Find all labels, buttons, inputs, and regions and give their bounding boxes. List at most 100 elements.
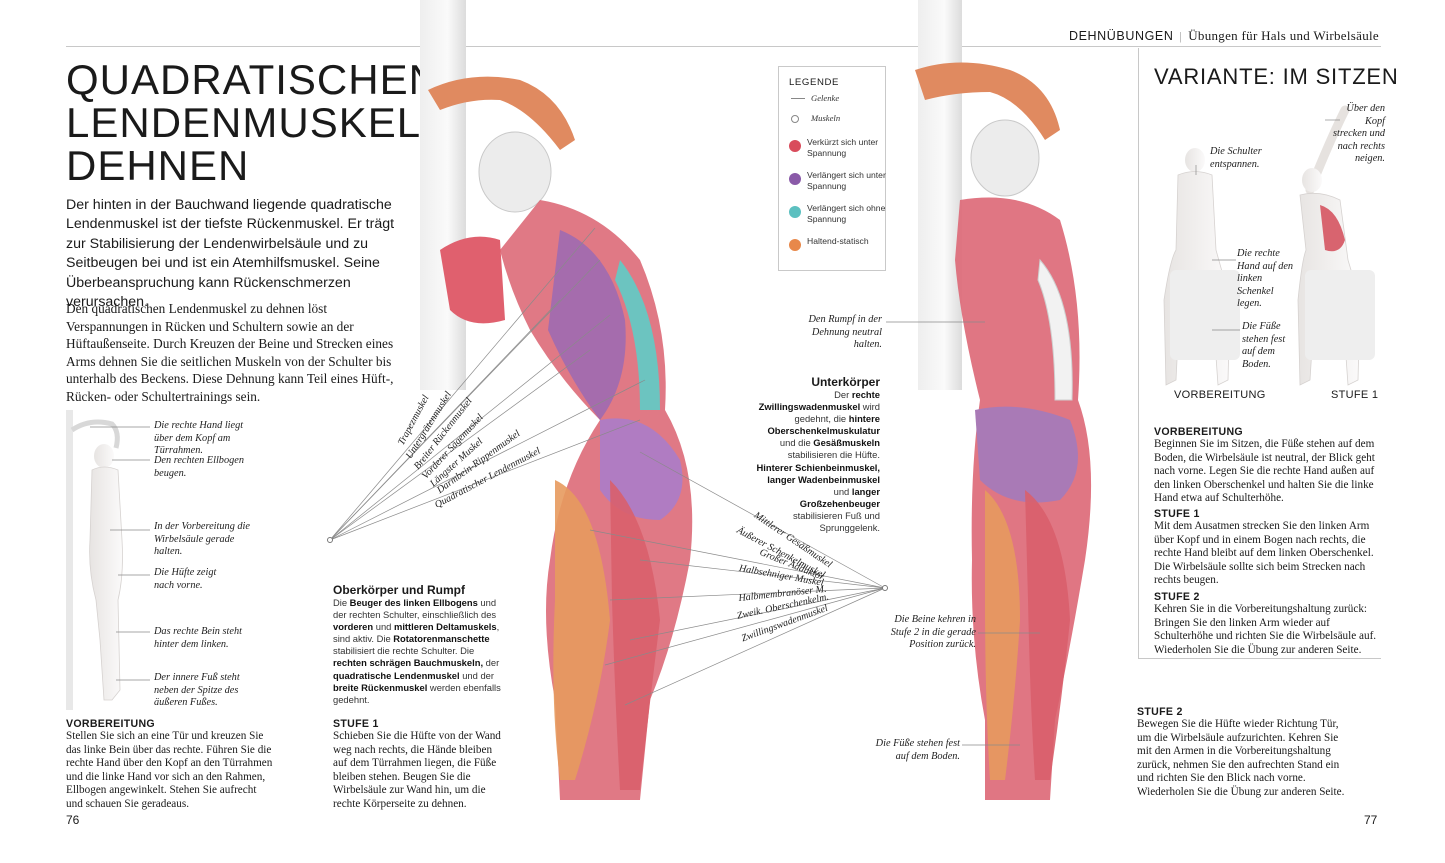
legend-item-3-label: Verlängert sich ohne Spannung xyxy=(807,203,886,224)
prep-figure xyxy=(66,410,123,710)
variant-stage2-heading: STUFE 2 xyxy=(1154,591,1200,603)
prep-figure-leaders xyxy=(90,426,150,681)
muscle-node-icon xyxy=(791,115,799,123)
lower-body-section: Unterkörper Der rechte Zwillingswadenmus… xyxy=(755,375,880,534)
prep-text: Stellen Sie sich an eine Tür und kreuzen… xyxy=(66,730,273,810)
text-run: stabilisieren die Hüfte. xyxy=(787,449,880,461)
emphasis-text: langer Großzehenbeuger xyxy=(799,485,880,509)
text-run: stabilisiert die rechte Schulter. Die xyxy=(333,645,475,657)
seated-figure-prep xyxy=(1163,148,1240,386)
legend-muscles-label: Muskeln xyxy=(811,113,841,123)
title-line-1: QUADRATISCHEN xyxy=(66,56,440,103)
swatch-lengthening-passive-icon xyxy=(789,206,801,218)
label-legs-return: Die Beine kehren in Stufe 2 in die gerad… xyxy=(890,614,976,651)
label-feet-firm: Die Füße stehen fest auf dem Boden. xyxy=(875,738,960,762)
variant-prep-heading: VORBEREITUNG xyxy=(1154,426,1243,438)
upper-body-section: Oberkörper und Rumpf Die Beuger des link… xyxy=(333,583,503,706)
running-head-separator: | xyxy=(1179,29,1183,43)
running-head: DEHNÜBUNGEN | Übungen für Hals und Wirbels… xyxy=(1069,28,1379,44)
text-run: und der rechten Schulter, einschließlich… xyxy=(333,597,497,621)
variant-label-head: Über den Kopf strecken und nach rechts n… xyxy=(1333,103,1385,165)
page-title: QUADRATISCHEN LENDENMUSKEL DEHNEN xyxy=(66,56,440,189)
text-run: und der xyxy=(459,669,495,681)
page-number-right: 77 xyxy=(1364,813,1378,827)
stage2-text: Bewegen Sie die Hüfte wieder Richtung Tü… xyxy=(1137,718,1345,798)
stage1-text: Schieben Sie die Hüfte von der Wand weg … xyxy=(333,730,501,810)
text-run: stabilisieren Fuß und Sprunggelenk. xyxy=(792,509,880,534)
variant-stage2-section: STUFE 2 Kehren Sie in die Vorbereitungsh… xyxy=(1154,591,1382,657)
variant-prep-section: VORBEREITUNG Beginnen Sie im Sitzen, die… xyxy=(1154,426,1382,506)
variant-stage1-section: STUFE 1 Mit dem Ausatmen strecken Sie de… xyxy=(1154,508,1382,588)
anatomy-figure-main xyxy=(428,76,693,800)
prep-label-spine: In der Vorbereitung die Wirbelsäule gera… xyxy=(154,521,250,558)
emphasis-text: Gesäßmuskeln xyxy=(813,437,880,449)
text-run: und xyxy=(833,485,852,497)
text-run: , sind aktiv. Die xyxy=(333,621,500,645)
variant-box-border-bottom xyxy=(1138,658,1381,659)
emphasis-text: rechten schrägen Bauchmuskeln, xyxy=(333,657,484,669)
variant-stage1-heading: STUFE 1 xyxy=(1154,508,1200,520)
variant-title: VARIANTE: IM SITZEN xyxy=(1154,64,1399,89)
door-frame-right xyxy=(918,0,962,390)
prep-label-leg: Das rechte Bein steht hinter dem linken. xyxy=(154,626,242,650)
legend-joints-label: Gelenke xyxy=(811,93,840,103)
stage1-section: STUFE 1 Schieben Sie die Hüfte von der W… xyxy=(333,718,503,812)
stage2-section: STUFE 2 Bewegen Sie die Hüfte wieder Ric… xyxy=(1137,706,1351,800)
emphasis-text: Rotatorenmanschette xyxy=(393,633,490,645)
legend-item-1-label: Verkürzt sich unter Spannung xyxy=(807,137,879,158)
anatomy-figure-stage2 xyxy=(915,62,1092,800)
upper-leader-node xyxy=(327,537,333,543)
legend-title: LEGENDE xyxy=(789,77,840,88)
upper-body-text: Die Beuger des linken Ellbogens und der … xyxy=(333,597,503,706)
variant-label-feet: Die Füße stehen fest auf dem Boden. xyxy=(1242,321,1286,370)
text-run: werden ebenfalls gedehnt. xyxy=(333,681,501,705)
prep-label-hand: Die rechte Hand liegt über dem Kopf am T… xyxy=(154,420,244,457)
emphasis-text: hintere Oberschenkelmuskulatur xyxy=(767,413,880,437)
lower-body-heading: Unterkörper xyxy=(811,375,880,389)
variant-leaders xyxy=(1195,119,1340,331)
title-line-3: DEHNEN xyxy=(66,142,250,189)
running-head-subtitle: Übungen für Hals und Wirbelsäule xyxy=(1188,28,1379,43)
stage2-heading: STUFE 2 xyxy=(1137,706,1183,718)
variant-label-shoulder: Die Schulter entspannen. xyxy=(1210,146,1262,170)
upper-body-heading: Oberkörper und Rumpf xyxy=(333,583,466,597)
label-trunk-neutral: Den Rumpf in der Dehnung neutral halten. xyxy=(808,314,883,351)
legend-item-2-label: Verlängert sich unter Spannung xyxy=(807,170,886,191)
emphasis-text: Beuger des linken Ellbogens xyxy=(349,597,478,608)
prep-label-hip: Die Hüfte zeigt nach vorne. xyxy=(154,567,217,591)
emphasis-text: mittleren Deltamuskels xyxy=(393,621,497,633)
swatch-static-icon xyxy=(789,239,801,251)
intro-paragraph: Der hinten in der Bauchwand liegende qua… xyxy=(66,197,395,311)
text-run: Der xyxy=(834,389,852,400)
legend: LEGENDE Gelenke Muskeln Verkürzt sich un… xyxy=(778,66,886,271)
stage1-heading: STUFE 1 xyxy=(333,718,379,730)
prep-section: VORBEREITUNG Stellen Sie sich an eine Tü… xyxy=(66,718,276,812)
variant-stage1-text: Mit dem Ausatmen strecken Sie den linken… xyxy=(1154,520,1374,587)
text-run: und xyxy=(373,621,394,633)
header-rule xyxy=(66,46,1381,47)
variant-caption-prep: VORBEREITUNG xyxy=(1174,389,1266,401)
text-run: und die xyxy=(779,437,814,449)
running-head-section: DEHNÜBUNGEN xyxy=(1068,29,1174,43)
seated-figure-stage1 xyxy=(1297,105,1375,386)
variant-box-border-left xyxy=(1138,48,1139,658)
upper-muscle-leaders xyxy=(329,227,646,541)
body-paragraph: Den quadratischen Lendenmuskel zu dehnen… xyxy=(66,301,394,404)
lower-leader-node xyxy=(882,585,888,591)
prep-label-foot: Der innere Fuß steht neben der Spitze de… xyxy=(154,672,240,709)
page-number-left: 76 xyxy=(66,813,80,827)
door-frame-left xyxy=(420,0,466,390)
emphasis-text: Hinterer Schienbeinmuskel, langer Wadenb… xyxy=(756,461,880,485)
joint-line-icon xyxy=(791,98,805,99)
legend-item-4-label: Haltend-statisch xyxy=(807,236,869,246)
lower-muscle-leaders xyxy=(589,451,886,706)
prep-label-elbow: Den rechten Ellbogen beugen. xyxy=(154,455,244,479)
variant-prep-text: Beginnen Sie im Sitzen, die Füße stehen … xyxy=(1154,438,1375,505)
swatch-lengthening-active-icon xyxy=(789,173,801,185)
emphasis-text: quadratische Lendenmuskel xyxy=(333,669,460,681)
swatch-shortening-icon xyxy=(789,140,801,152)
text-run: Die xyxy=(333,597,350,608)
emphasis-text: rechte Zwillingswadenmuskel xyxy=(758,389,880,413)
variant-label-hand: Die rechte Hand auf den linken Schenkel … xyxy=(1237,248,1294,310)
